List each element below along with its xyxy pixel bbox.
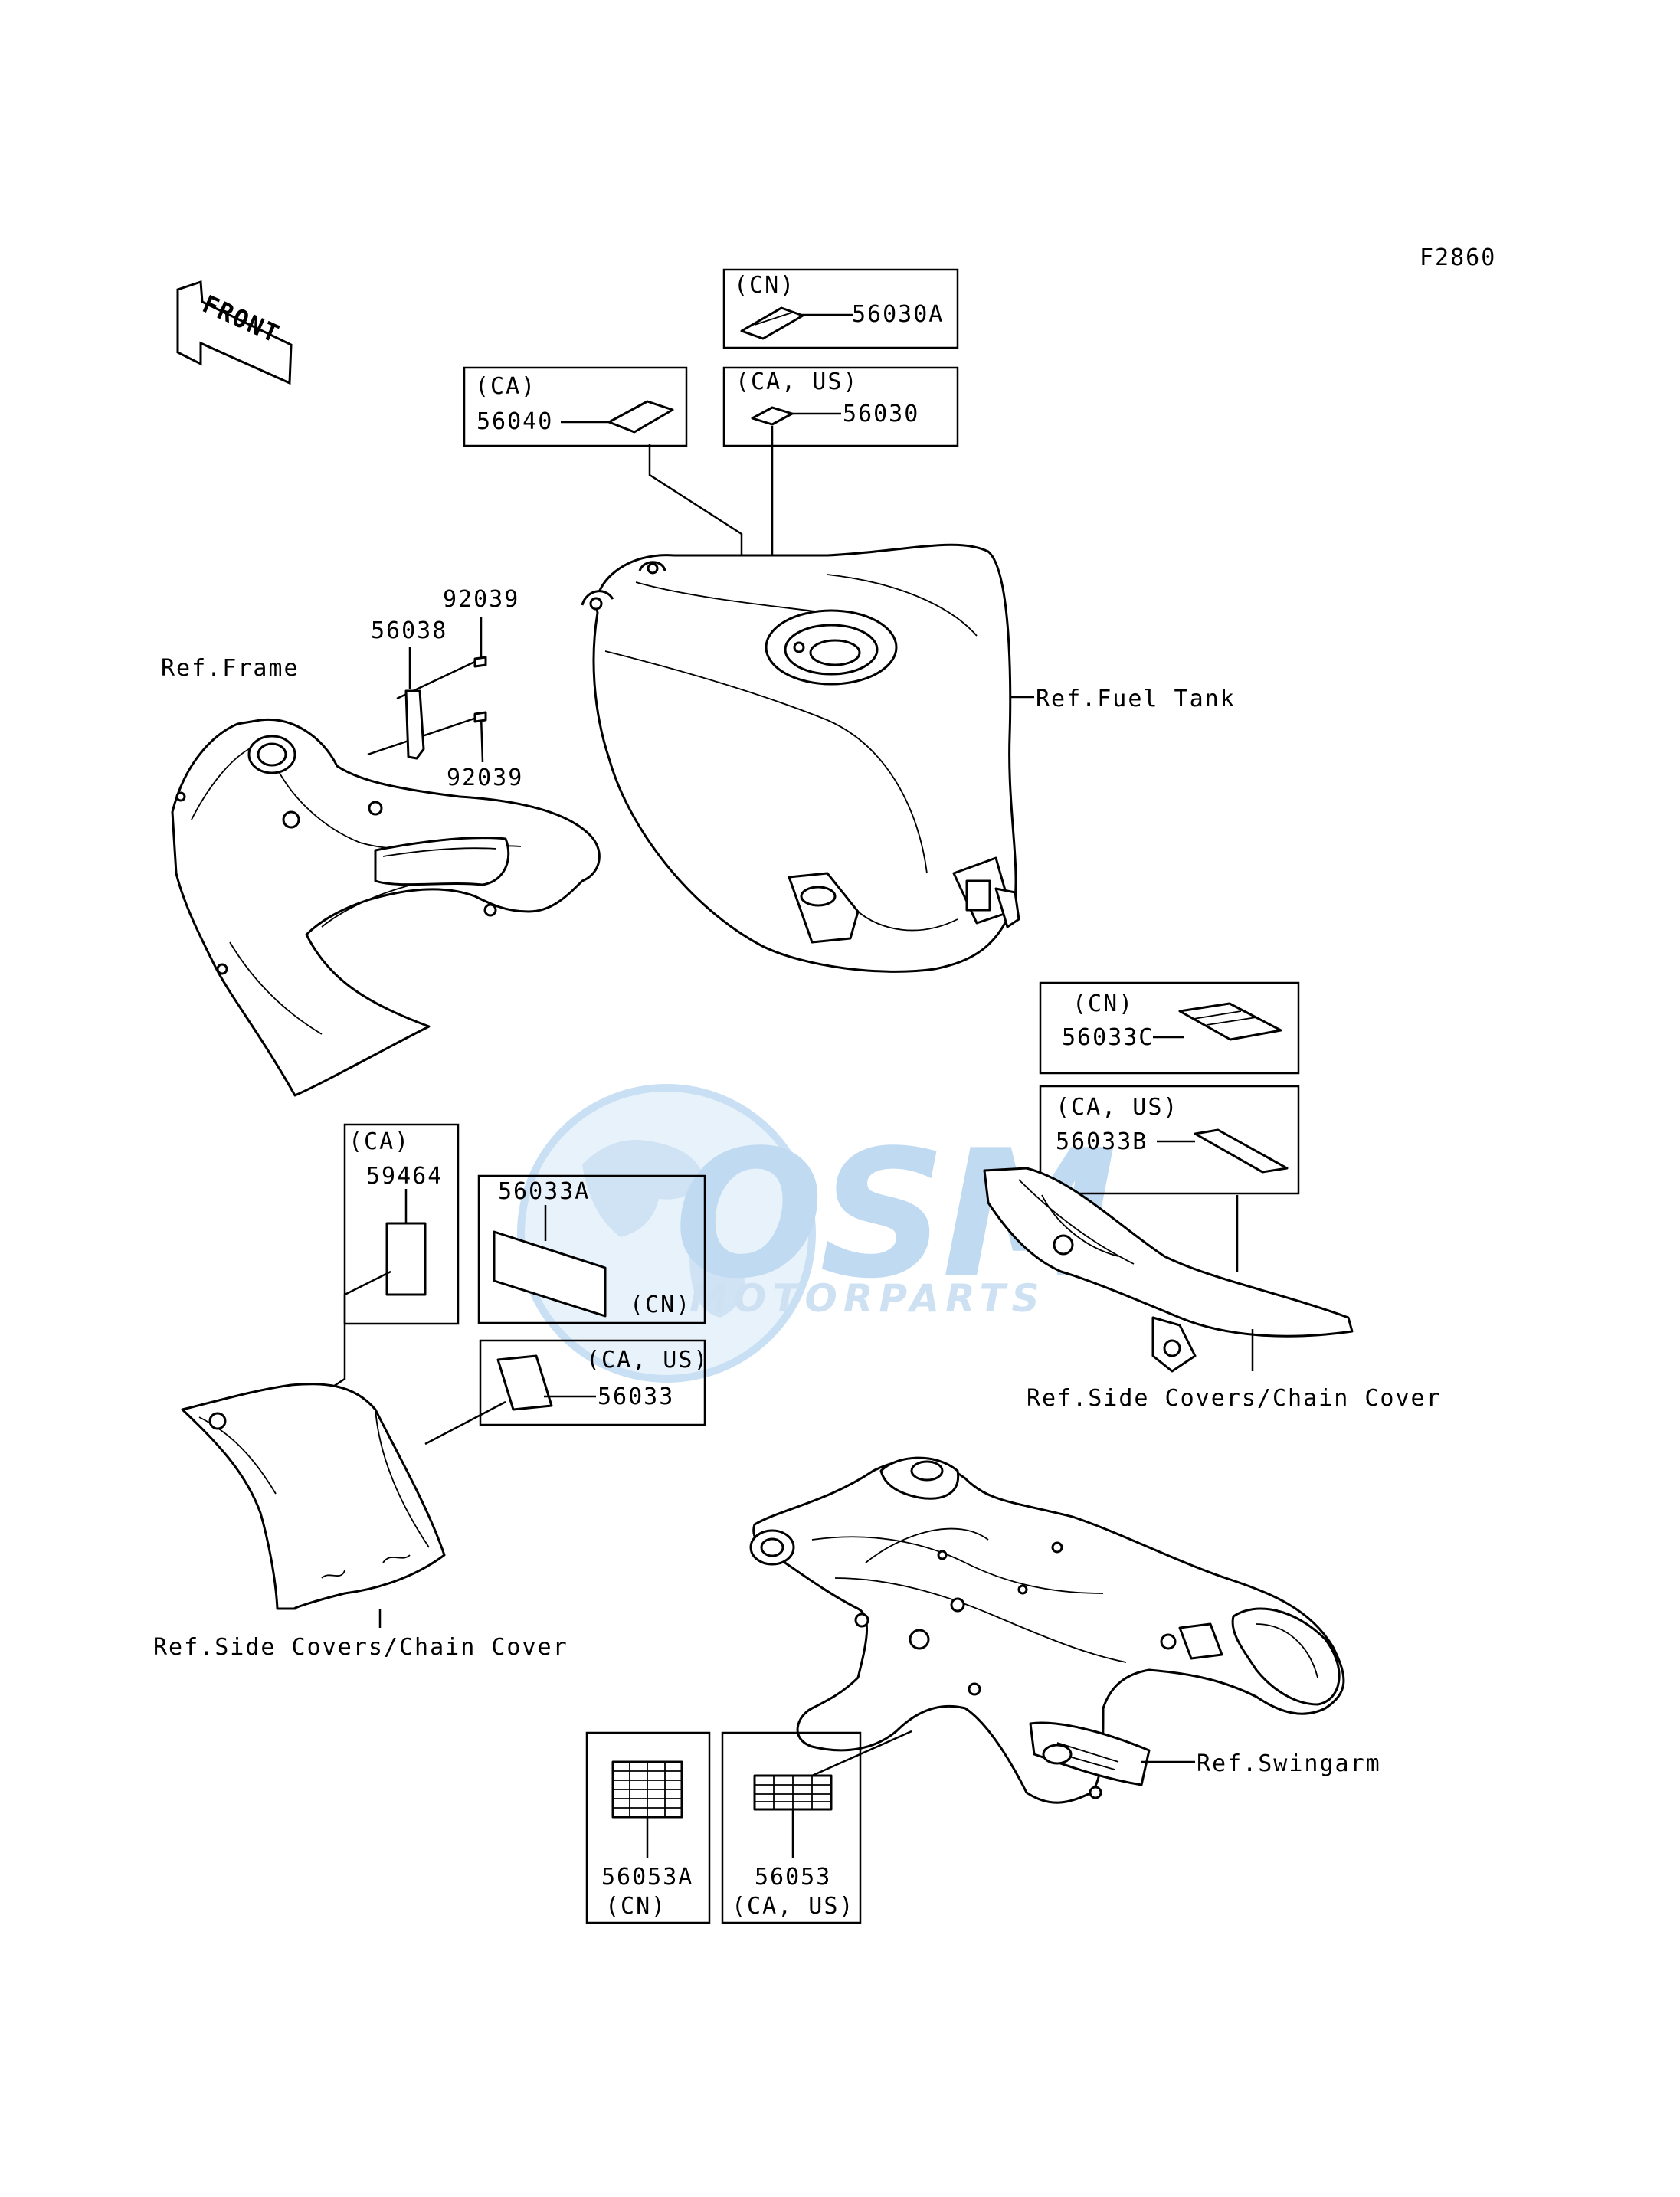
part-56040: 56040 bbox=[476, 408, 553, 435]
watermark-sub: MOTORPARTS bbox=[689, 1276, 1046, 1321]
box-56040 bbox=[463, 366, 688, 447]
pin-icon bbox=[473, 656, 487, 723]
box-56053 bbox=[721, 1731, 862, 1924]
box-56053A bbox=[585, 1731, 711, 1924]
region-cn: (CN) bbox=[734, 272, 795, 299]
ref-swingarm[interactable]: Ref.Swingarm bbox=[1197, 1750, 1381, 1777]
decal-icon bbox=[607, 400, 674, 434]
box-56030 bbox=[722, 366, 959, 447]
region-ca-us: (CA, US) bbox=[586, 1347, 709, 1374]
part-56030: 56030 bbox=[843, 401, 919, 427]
part-56038: 56038 bbox=[371, 617, 447, 644]
fuel-tank bbox=[581, 543, 1020, 973]
region-ca-us: (CA, US) bbox=[732, 1893, 855, 1920]
decal-icon bbox=[1178, 1002, 1282, 1041]
part-92039-top: 92039 bbox=[443, 586, 519, 613]
part-56033A: 56033A bbox=[498, 1178, 590, 1205]
region-ca-us: (CA, US) bbox=[1056, 1094, 1179, 1121]
ref-side-covers-left[interactable]: Ref.Side Covers/Chain Cover bbox=[153, 1634, 568, 1661]
decal-icon bbox=[493, 1230, 607, 1318]
part-56053A: 56053A bbox=[601, 1864, 693, 1891]
frame bbox=[171, 718, 601, 1097]
part-56030A: 56030A bbox=[852, 301, 944, 328]
figure-id: F2860 bbox=[1420, 244, 1496, 271]
box-56030A bbox=[722, 268, 959, 349]
box-56033B bbox=[1039, 1085, 1300, 1195]
region-cn: (CN) bbox=[1073, 990, 1134, 1017]
part-56053: 56053 bbox=[755, 1864, 831, 1891]
ref-frame[interactable]: Ref.Frame bbox=[161, 655, 300, 682]
emblem-icon bbox=[611, 1760, 683, 1819]
part-56033B: 56033B bbox=[1056, 1128, 1148, 1155]
decal-icon bbox=[1194, 1128, 1289, 1174]
chain-cover-right bbox=[983, 1167, 1354, 1373]
decal-icon bbox=[496, 1354, 553, 1411]
decal-icon bbox=[740, 306, 804, 340]
plate-56038 bbox=[404, 689, 425, 760]
region-cn: (CN) bbox=[605, 1893, 666, 1920]
box-56033A bbox=[477, 1174, 706, 1324]
region-ca-us: (CA, US) bbox=[735, 368, 859, 395]
part-56033: 56033 bbox=[598, 1383, 674, 1410]
box-59464 bbox=[343, 1123, 460, 1325]
box-56033C bbox=[1039, 981, 1300, 1075]
front-arrow: FRONT bbox=[176, 280, 293, 385]
emblem-icon bbox=[753, 1774, 833, 1811]
part-59464: 59464 bbox=[366, 1163, 443, 1190]
decal-icon bbox=[751, 406, 794, 426]
side-cover-left bbox=[181, 1383, 446, 1610]
decal-icon bbox=[385, 1222, 427, 1296]
region-cn: (CN) bbox=[630, 1292, 691, 1318]
part-92039-bottom: 92039 bbox=[447, 765, 523, 791]
box-56033 bbox=[479, 1339, 706, 1426]
region-ca: (CA) bbox=[475, 373, 536, 400]
ref-side-covers-right[interactable]: Ref.Side Covers/Chain Cover bbox=[1027, 1385, 1442, 1412]
region-ca: (CA) bbox=[349, 1128, 410, 1155]
part-56033C: 56033C bbox=[1062, 1024, 1154, 1051]
swingarm bbox=[749, 1456, 1345, 1804]
ref-fuel-tank[interactable]: Ref.Fuel Tank bbox=[1036, 686, 1236, 712]
